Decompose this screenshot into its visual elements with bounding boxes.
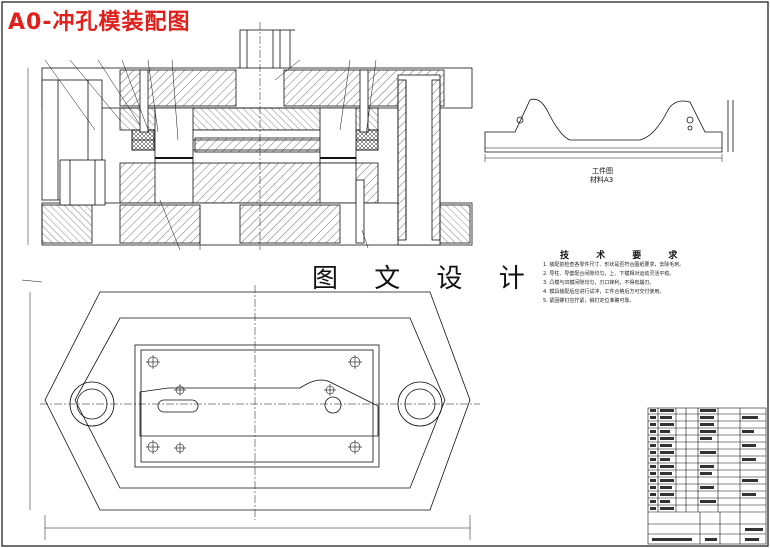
technical-requirement-item: 4. 模具装配后应进行试冲，工件合格后方可交付使用。 bbox=[543, 289, 665, 295]
technical-requirement-item: 2. 导柱、导套配合间隙均匀，上、下模相对运动灵活平稳。 bbox=[543, 271, 675, 277]
technical-requirement-item: 5. 紧固螺钉应拧紧，销钉定位准确可靠。 bbox=[543, 298, 635, 304]
workpiece-drawing bbox=[484, 98, 734, 162]
plan-view bbox=[21, 279, 480, 540]
technical-requirements-list: 1. 装配前检查各零件尺寸、形状是否符合图纸要求，去除毛刺。 2. 导柱、导套配… bbox=[543, 262, 733, 307]
workpiece-caption-name: 工件图 bbox=[592, 167, 613, 175]
brand-watermark: 图 文 设 计 bbox=[312, 264, 539, 294]
technical-requirement-item: 3. 凸模与凹模间隙均匀，刃口锋利，不得有崩刃。 bbox=[543, 280, 655, 286]
drawing-title: A0-冲孔模装配图 bbox=[8, 10, 191, 35]
technical-requirements-heading: 技 术 要 求 bbox=[560, 251, 690, 261]
title-block bbox=[647, 407, 767, 545]
technical-requirement-item: 1. 装配前检查各零件尺寸、形状是否符合图纸要求，去除毛刺。 bbox=[543, 262, 685, 268]
assembly-section-view bbox=[27, 22, 473, 251]
workpiece-caption-material: 材料A3 bbox=[590, 176, 614, 184]
